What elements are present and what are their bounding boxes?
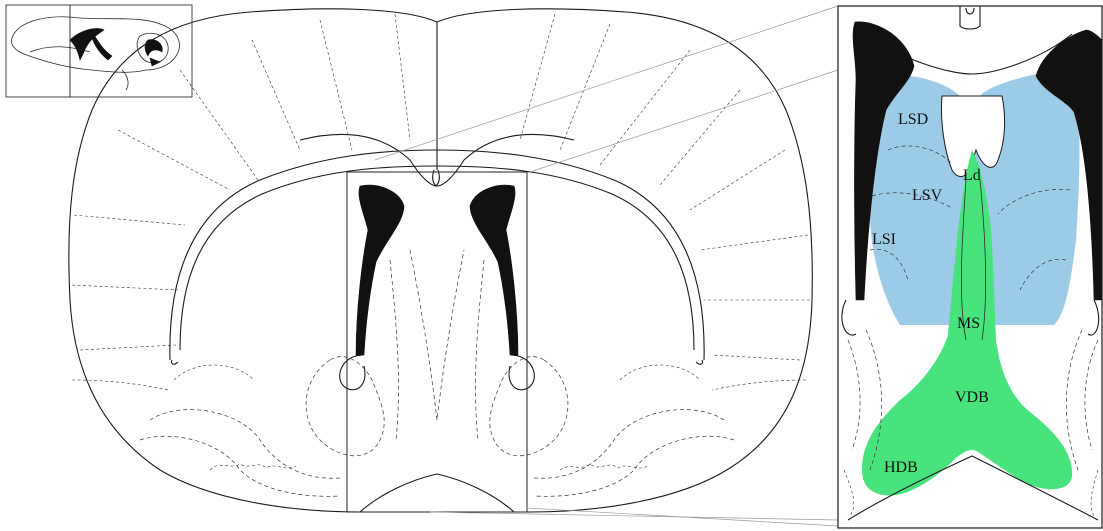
label-ld: Ld <box>963 167 981 184</box>
sagittal-inset <box>6 5 192 97</box>
label-hdb: HDB <box>884 459 918 476</box>
label-vdb: VDB <box>955 389 989 406</box>
right-lateral-ventricle <box>470 185 518 356</box>
label-ms: MS <box>957 315 980 332</box>
label-lsv: LSV <box>912 187 943 204</box>
zoom-guides <box>375 6 838 526</box>
subcortical-boundaries <box>140 250 734 496</box>
left-lateral-ventricle <box>356 185 404 356</box>
label-lsd: LSD <box>898 111 928 128</box>
zoom-panel: LSD LSV LSI Ld MS VDB HDB <box>838 6 1102 528</box>
label-lsi: LSI <box>872 231 896 248</box>
